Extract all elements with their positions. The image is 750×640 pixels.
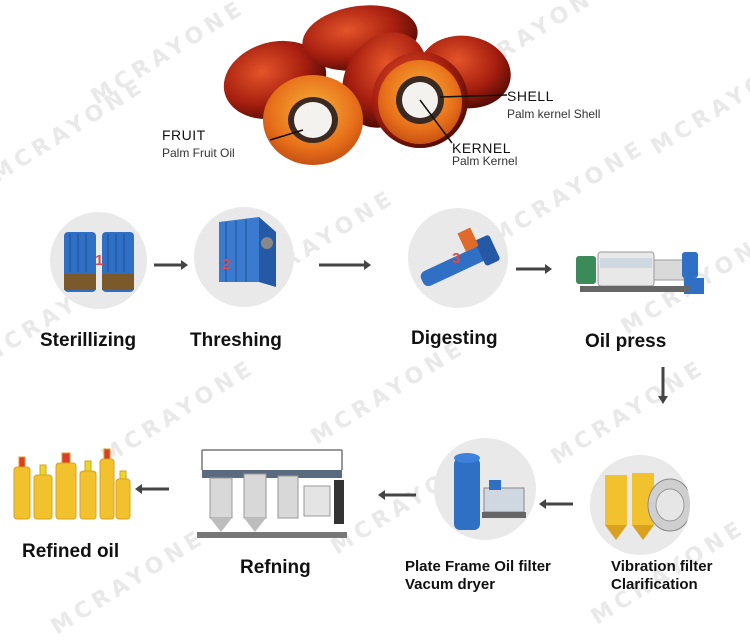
arrow-left-icon	[539, 499, 573, 509]
threshing-label: Threshing	[190, 330, 282, 351]
kernel-sublabel: Palm Kernel	[452, 154, 518, 168]
watermark: MCRAYONE	[306, 334, 471, 451]
shell-label: SHELL	[507, 88, 554, 104]
arrow-left-icon	[378, 490, 416, 500]
digesting-image	[408, 208, 508, 308]
watermark: MCRAYONE	[646, 44, 750, 161]
arrow-left-icon	[135, 484, 169, 494]
threshing-image	[194, 207, 294, 307]
plate-frame-filter-label: Plate Frame Oil filter	[405, 558, 551, 575]
step-number: 1	[95, 252, 104, 269]
refining-label: Refning	[240, 557, 311, 578]
vibration-filter-label: Vibration filter	[611, 558, 713, 575]
oil-press-label: Oil press	[585, 331, 667, 352]
fruit-label: FRUIT	[162, 127, 206, 143]
oil-press-image	[576, 251, 704, 294]
refining-plant-image	[197, 449, 347, 538]
sterilizing-image	[50, 212, 147, 309]
refined-oil-bottles-image	[13, 448, 131, 520]
arrow-right-icon	[319, 260, 371, 270]
watermark: MCRAYONE	[0, 72, 151, 189]
arrow-down-icon	[658, 367, 668, 404]
palm-fruit-illustration	[223, 5, 511, 165]
vacuum-dryer-label: Vacum dryer	[405, 576, 496, 593]
arrow-right-icon	[154, 260, 188, 270]
clarification-label: Clarification	[611, 576, 698, 593]
digesting-label: Digesting	[411, 328, 498, 349]
sterilizing-label: Sterillizing	[40, 330, 137, 351]
kernel-label: KERNEL	[452, 140, 512, 156]
step-number: 2	[222, 256, 231, 273]
clarification-image	[590, 455, 690, 555]
step-number: 3	[452, 250, 461, 267]
plate-frame-filter-image	[434, 438, 536, 540]
refined-oil-label: Refined oil	[22, 541, 120, 562]
arrow-right-icon	[516, 264, 552, 274]
fruit-sublabel: Palm Fruit Oil	[162, 146, 235, 160]
watermark: MCRAYONE	[546, 354, 711, 471]
shell-sublabel: Palm kernel Shell	[507, 107, 601, 121]
